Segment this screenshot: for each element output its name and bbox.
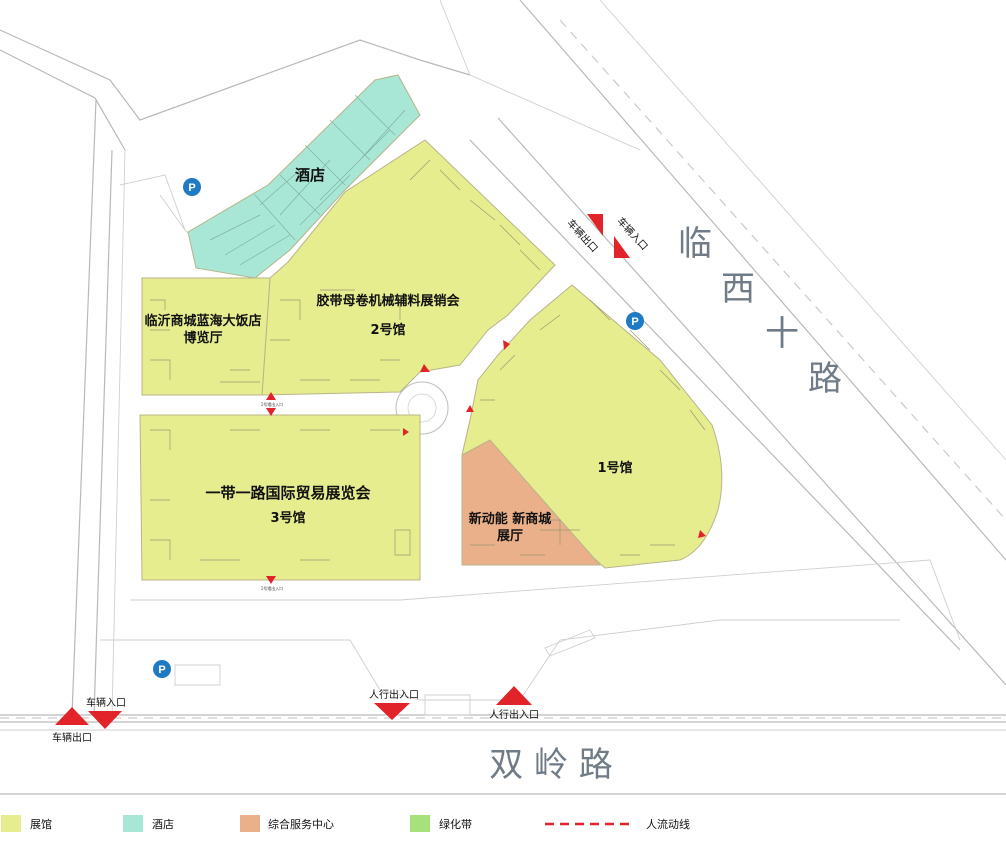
hall-door-marker[interactable]	[266, 576, 276, 584]
hall-door-label: 1号馆出入口	[261, 401, 284, 407]
hotel-building[interactable]	[187, 74, 421, 279]
hall-door-label: 1号馆出入口	[261, 585, 284, 591]
legend-label: 展馆	[30, 817, 52, 831]
exhibition-swatch	[1, 815, 21, 832]
east-vehicle-entry-marker[interactable]	[614, 236, 630, 258]
hall-door-marker[interactable]	[266, 408, 276, 416]
road-network	[0, 0, 1006, 795]
legend-label: 人流动线	[646, 817, 690, 831]
hall-2-name-label: 胶带母卷机械辅料展销会	[316, 293, 460, 309]
east-vehicle-exit-marker[interactable]	[587, 214, 603, 236]
hall-door-marker[interactable]	[266, 392, 276, 400]
service-swatch	[240, 815, 260, 832]
legend-label: 酒店	[152, 817, 174, 831]
hall-3-name-label: 一带一路国际贸易展览会	[205, 484, 370, 502]
hall-1-number-label: 1号馆	[597, 460, 632, 476]
hall-door-marker[interactable]	[403, 428, 409, 436]
hotel-swatch	[123, 815, 143, 832]
lanhai-hall-building[interactable]	[141, 277, 271, 396]
pedestrian-gate-right-marker[interactable]	[496, 686, 532, 705]
service-center-label-line1: 新动能 新商城	[469, 511, 552, 527]
hall-2-number-label: 2号馆	[370, 322, 405, 338]
east-road-char: 路	[808, 359, 842, 399]
hall-door-marker[interactable]	[698, 530, 706, 538]
hall-door-marker[interactable]	[503, 340, 510, 350]
west-vehicle-exit-label: 车辆出口	[52, 731, 92, 744]
hall-door-marker[interactable]	[466, 405, 474, 412]
east-road-char: 临	[678, 224, 712, 264]
parking-icon[interactable]: P	[153, 660, 171, 678]
east-road-char: 西	[721, 269, 755, 309]
legend: 展馆 酒店 综合服务中心 绿化带 人流动线	[1, 815, 690, 832]
south-road-name: 双 岭 路	[489, 745, 613, 785]
legend-label: 绿化带	[439, 817, 472, 831]
pedestrian-gate-left-marker[interactable]	[374, 703, 410, 720]
west-vehicle-entry-label: 车辆入口	[86, 696, 126, 709]
parking-icon[interactable]: P	[626, 312, 644, 330]
service-center-building[interactable]	[461, 439, 602, 566]
west-vehicle-exit-marker[interactable]	[55, 707, 89, 725]
service-center-label-line2: 展厅	[497, 529, 523, 544]
hall-2-building[interactable]	[261, 139, 556, 396]
lanhai-hall-label-line1: 临沂商城蓝海大饭店	[144, 313, 261, 329]
hall-3-number-label: 3号馆	[270, 510, 305, 526]
hall-3-building[interactable]	[139, 414, 421, 581]
east-road-char: 十	[765, 314, 799, 354]
hall-door-markers	[266, 340, 706, 584]
pedestrian-gate-left-label: 人行出入口	[369, 688, 419, 701]
svg-text:P: P	[158, 664, 165, 676]
east-road-name: 临 西 十 路	[678, 224, 842, 399]
hotel-label: 酒店	[295, 166, 325, 184]
svg-text:P: P	[188, 182, 195, 194]
parking-icon[interactable]: P	[183, 178, 201, 196]
legend-label: 综合服务中心	[268, 817, 334, 831]
hall-door-marker[interactable]	[420, 364, 430, 372]
lanhai-hall-label-line2: 博览厅	[183, 330, 222, 346]
west-vehicle-entry-marker[interactable]	[88, 711, 122, 729]
green-belt-swatch	[410, 815, 430, 832]
pedestrian-gate-right-label: 人行出入口	[489, 708, 539, 721]
svg-text:P: P	[631, 316, 638, 328]
